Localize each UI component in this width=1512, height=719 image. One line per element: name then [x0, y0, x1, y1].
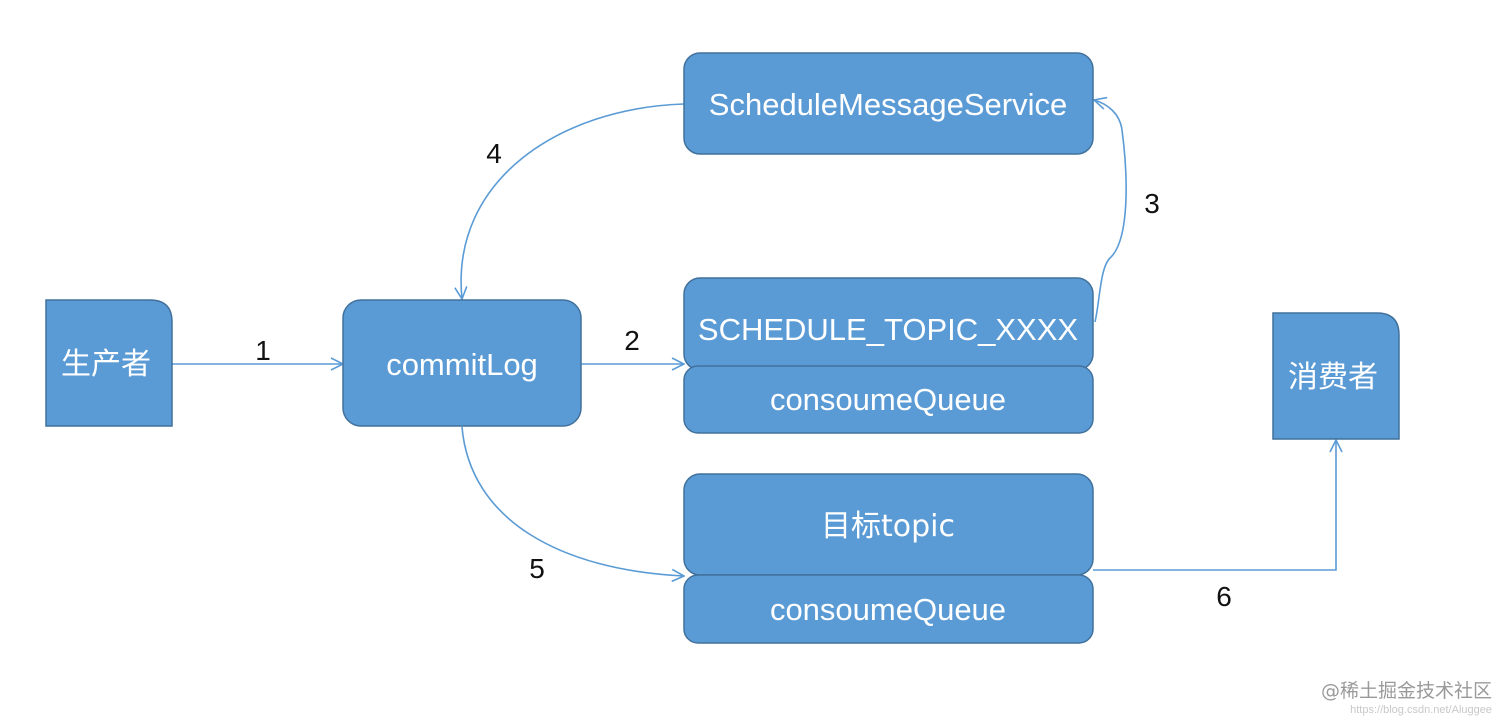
target-consume-queue-node: consoumeQueue	[683, 574, 1094, 644]
edge-label-3: 3	[1144, 188, 1160, 219]
edge-label-6: 6	[1216, 581, 1232, 612]
schedule-topic-node: SCHEDULE_TOPIC_XXXX	[683, 277, 1094, 371]
target-topic-node: 目标topic	[683, 473, 1094, 576]
edge-5-commitlog-to-target-topic	[461, 426, 684, 576]
schedule-message-service-node: ScheduleMessageService	[683, 52, 1094, 155]
edge-label-4: 4	[486, 138, 502, 169]
schedule-message-service-label: ScheduleMessageService	[709, 87, 1067, 122]
commitlog-node: commitLog	[342, 299, 582, 427]
target-consume-queue-label: consoumeQueue	[770, 592, 1006, 627]
edge-label-1: 1	[255, 335, 271, 366]
commitlog-label: commitLog	[386, 347, 538, 382]
schedule-consume-queue-node: consoumeQueue	[683, 365, 1094, 434]
nodes: 生产者 commitLog ScheduleMessageService SCH…	[45, 52, 1400, 644]
schedule-consume-queue-label: consoumeQueue	[770, 382, 1006, 417]
watermark: @稀土掘金技术社区 https://blog.csdn.net/Aluggee	[1321, 680, 1492, 716]
watermark-url: https://blog.csdn.net/Aluggee	[1350, 704, 1492, 716]
schedule-topic-label: SCHEDULE_TOPIC_XXXX	[698, 312, 1078, 347]
consumer-node: 消费者	[1272, 312, 1400, 440]
target-topic-label: 目标topic	[821, 509, 955, 544]
watermark-brand: @稀土掘金技术社区	[1321, 680, 1492, 702]
consumer-label: 消费者	[1288, 360, 1378, 395]
edge-4-service-to-commitlog	[461, 103, 685, 299]
edge-6-target-topic-to-consumer	[1093, 440, 1336, 571]
edge-label-2: 2	[624, 325, 640, 356]
edges	[172, 100, 1336, 576]
producer-label: 生产者	[61, 347, 151, 382]
edge-label-5: 5	[529, 553, 545, 584]
edge-labels: 1 2 3 4 5 6	[255, 138, 1232, 612]
edge-3-schedule-topic-to-service	[1094, 100, 1127, 323]
producer-node: 生产者	[45, 299, 173, 427]
